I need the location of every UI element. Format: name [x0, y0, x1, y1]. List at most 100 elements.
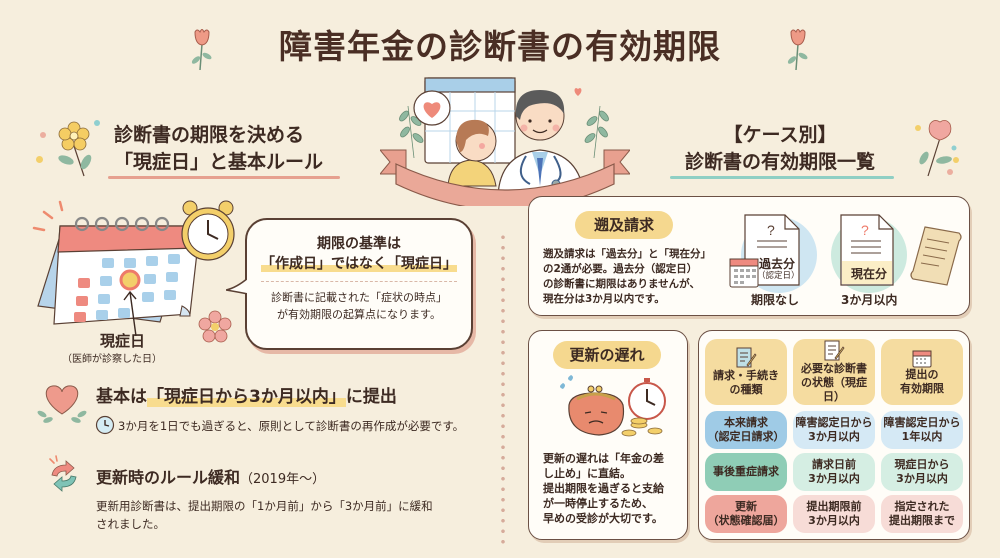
svg-text:?: ? [767, 222, 775, 238]
right-heading: 【ケース別】 診断書の有効期限一覧 [670, 122, 890, 176]
cell-line: 3か月以内 [896, 472, 948, 485]
heart-icon [37, 385, 87, 423]
tulip-icon [191, 29, 212, 71]
document-pen-icon [736, 347, 757, 368]
left-heading: 診断書の期限を決める 「現症日」と基本ルール [114, 122, 323, 176]
bubble-desc-line1: 診断書に記載された「症状の時点」 [271, 291, 447, 304]
calendar-icon [912, 350, 932, 368]
late-desc-line: 早めの受診が大切です。 [543, 512, 663, 525]
header-line: 提出の [905, 368, 939, 381]
rule1-title-pre: 基本は [96, 387, 147, 407]
right-heading-line1: 【ケース別】 [723, 124, 837, 146]
cell-line: 3か月以内 [808, 472, 860, 485]
calendar-illustration [32, 200, 235, 336]
header-line: 有効期限 [900, 382, 944, 395]
flower-icon [58, 121, 92, 177]
header-line: の種類 [729, 383, 763, 396]
right-heading-underline [670, 176, 894, 179]
scroll-icon [910, 226, 962, 286]
retro-desc-line: 現在分は3か月以内です。 [543, 293, 665, 305]
table-header-type: 請求・手続き の種類 [705, 339, 787, 405]
rule2-title-main: 更新時のルール緩和 [96, 468, 241, 487]
refresh-icon [49, 455, 77, 492]
document-pen-icon [824, 340, 845, 361]
table-row-2-type: 事後重症請求 [705, 453, 787, 491]
svg-text:?: ? [861, 222, 869, 238]
bubble-line2: 「作成日」ではなく「現症日」 [261, 256, 457, 272]
rule2-title-suffix: （2019年～） [240, 472, 326, 487]
cell-line: 1年以内 [901, 430, 943, 443]
current-doc-label: 現在分 [851, 267, 888, 281]
rule1-title: 基本は「現症日から3か月以内」に提出 [96, 382, 397, 407]
decor-dot [40, 132, 46, 138]
flower-icon [198, 310, 232, 343]
cell-line: （認定日請求） [707, 430, 785, 443]
calendar-label: 現症日 [100, 332, 146, 350]
table-header-state: 必要な診断書 の状態（現症日） [793, 339, 875, 405]
calendar-sublabel: （医師が診察した日） [62, 354, 162, 365]
past-doc-sublabel: （認定日） [757, 271, 800, 281]
late-renewal-card: 更新の遅れ 更新の遅れは「年金の差 し止め」に直結。 提出期限を過ぎると支給 が… [528, 330, 688, 540]
cell-line: 事後重症請求 [713, 465, 779, 478]
right-heading-line2: 診断書の有効期限一覧 [684, 151, 875, 173]
current-doc-caption: 3か月以内 [841, 293, 898, 307]
deadline-basis-bubble: 期限の基準は 「作成日」ではなく「現症日」 診断書に記載された「症状の時点」 が… [245, 218, 473, 350]
past-doc-label: 過去分 [759, 257, 796, 271]
left-heading-underline [108, 176, 340, 179]
wallet-clock-icon [560, 375, 666, 437]
bubble-desc-line2: が有効期限の起算点になります。 [277, 308, 441, 321]
rule2-desc: 更新用診断書は、提出期限の「1か月前」から「3か月前」に緩和 されました。 [96, 497, 433, 533]
past-doc-caption: 期限なし [751, 293, 800, 307]
flower-icon [915, 120, 959, 177]
cell-line: 障害認定日から [795, 416, 873, 429]
column-separator [501, 232, 505, 544]
page-title: 障害年金の診断書の有効期限 [279, 27, 721, 66]
left-heading-line2: 「現症日」と基本ルール [114, 151, 324, 173]
cell-line: 3か月以内 [808, 514, 860, 527]
cell-line: 指定された [894, 500, 950, 513]
cell-line: （状態確認届） [707, 514, 785, 527]
cell-line: 障害認定日から [883, 416, 961, 429]
cell-line: 提出期限まで [889, 514, 955, 527]
tulip-icon [787, 29, 808, 71]
rule2-desc-line1: 更新用診断書は、提出期限の「1か月前」から「3か月前」に緩和 [96, 499, 433, 513]
calendar-icon [729, 258, 759, 288]
rule1-title-highlight: 「現症日から3か月以内」 [147, 387, 346, 407]
late-desc-line: 提出期限を過ぎると支給 [543, 482, 664, 495]
cell-line: 更新 [735, 500, 757, 513]
table-row-3-limit: 指定された提出期限まで [881, 495, 963, 533]
rule2-desc-line2: されました。 [96, 517, 165, 531]
cell-line: 提出期限前 [806, 500, 862, 513]
validity-table: 請求・手続き の種類 必要な診断書 の状態（現症日） 提出の 有効期限 本来請求… [698, 330, 970, 540]
retro-desc-line: 遡及請求は「過去分」と「現在分」 [543, 248, 711, 260]
doctor-patient-illustration [380, 77, 630, 206]
late-desc-line: し止め」に直結。 [543, 467, 631, 480]
table-row-3-type: 更新（状態確認届） [705, 495, 787, 533]
retro-desc-line: の診断書に期限はありませんが、 [543, 278, 700, 290]
cell-line: 本来請求 [724, 416, 768, 429]
decor-dot [36, 156, 43, 163]
table-row-1-type: 本来請求（認定日請求） [705, 411, 787, 449]
rule1-note: 3か月を1日でも過ぎると、原則として診断書の再作成が必要です。 [118, 419, 465, 433]
bubble-divider [261, 281, 457, 282]
table-header-limit: 提出の 有効期限 [881, 339, 963, 405]
decor-dot [94, 120, 100, 126]
cell-line: 請求日前 [812, 458, 856, 471]
rule1-title-post: に提出 [345, 387, 397, 407]
document-question-icon: ? [840, 214, 894, 286]
clock-icon [95, 415, 115, 435]
retroactive-badge: 遡及請求 [575, 211, 673, 239]
late-desc-line: 更新の遅れは「年金の差 [543, 452, 664, 465]
late-desc-line: が一時停止するため、 [543, 497, 653, 510]
left-heading-line1: 診断書の期限を決める [114, 124, 305, 146]
retroactive-desc: 遡及請求は「過去分」と「現在分」 の2通が必要。過去分（認定日） の診断書に期限… [543, 247, 711, 307]
bubble-tail [226, 276, 250, 296]
header-line: 必要な診断書 [801, 362, 867, 375]
late-renewal-badge: 更新の遅れ [553, 341, 661, 369]
rule2-title: 更新時のルール緩和（2019年～） [96, 464, 325, 488]
